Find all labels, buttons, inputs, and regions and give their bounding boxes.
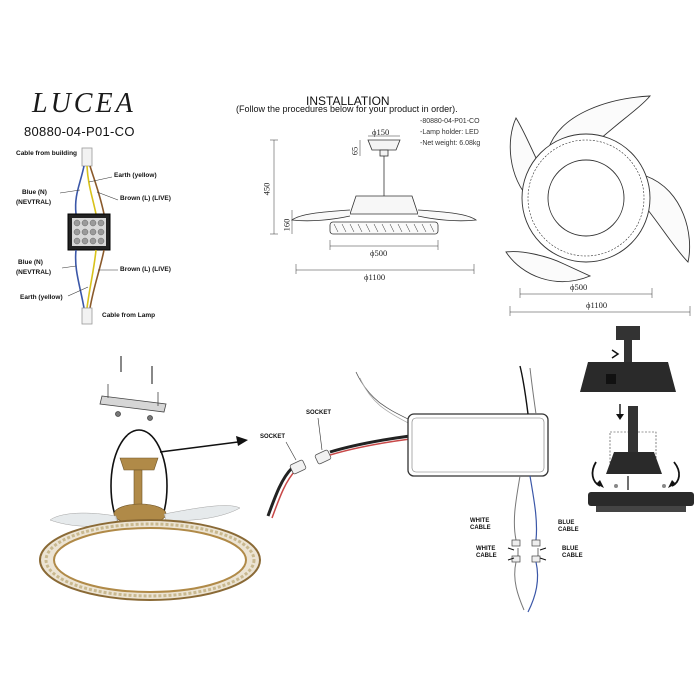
label-white-cable-1: WHITE CABLE bbox=[470, 518, 491, 531]
label-earth-top: Earth (yellow) bbox=[114, 172, 157, 179]
led-driver-box bbox=[407, 365, 549, 541]
dim-top-diameter: ϕ150 bbox=[372, 127, 390, 137]
socket-connection-drawing bbox=[266, 371, 411, 519]
dim-lamp-diameter: ϕ500 bbox=[370, 248, 388, 258]
cable-connectors-drawing bbox=[507, 539, 547, 613]
spec-model: -80880-04-P01-CO bbox=[420, 118, 480, 125]
label-socket-right: SOCKET bbox=[306, 410, 332, 416]
fan-photo-drawing bbox=[39, 429, 261, 601]
dim-canopy-height: 65 bbox=[349, 146, 360, 156]
label-blue-bottom-1: Blue (N) bbox=[18, 259, 43, 266]
dim-top-view-lamp: ϕ500 bbox=[570, 282, 588, 292]
label-blue-bottom-2: (NEVTRAL) bbox=[16, 269, 52, 276]
dim-blade-span: ϕ1100 bbox=[364, 272, 386, 282]
model-number: 80880-04-P01-CO bbox=[24, 124, 135, 139]
dim-lower-height: 160 bbox=[281, 218, 292, 232]
brand-title: LUCEA bbox=[32, 88, 136, 119]
spec-lamp-holder: -Lamp holder: LED bbox=[420, 129, 479, 136]
installation-subtitle: (Follow the procedures below for your pr… bbox=[236, 104, 458, 114]
label-blue-top-1: Blue (N) bbox=[22, 189, 47, 196]
wiring-diagram bbox=[59, 147, 119, 325]
label-socket-left: SOCKET bbox=[260, 434, 286, 440]
top-view-drawing bbox=[505, 95, 691, 316]
label-earth-bottom: Earth (yellow) bbox=[20, 294, 63, 301]
label-cable-from-building: Cable from building bbox=[16, 150, 78, 157]
label-white-cable-2: WHITE CABLE bbox=[476, 546, 497, 559]
installation-title: INSTALLATION bbox=[306, 94, 390, 108]
label-brown-top: Brown (L) (LIVE) bbox=[120, 195, 171, 202]
dim-total-height: 450 bbox=[261, 182, 272, 196]
motor-assembly-drawing bbox=[580, 326, 694, 512]
spec-net-weight: -Net weight: 6.08kg bbox=[420, 140, 481, 147]
label-brown-bottom: Brown (L) (LIVE) bbox=[120, 266, 171, 273]
label-blue-cable-1: BLUE CABLE bbox=[558, 520, 579, 533]
label-blue-top-2: (NEVTRAL) bbox=[16, 199, 52, 206]
mounting-bracket-drawing bbox=[99, 356, 167, 421]
label-blue-cable-2: BLUE CABLE bbox=[562, 546, 583, 559]
side-elevation-drawing bbox=[270, 135, 478, 274]
label-cable-from-lamp: Cable from Lamp bbox=[102, 312, 156, 319]
dim-top-view-span: ϕ1100 bbox=[586, 300, 608, 310]
